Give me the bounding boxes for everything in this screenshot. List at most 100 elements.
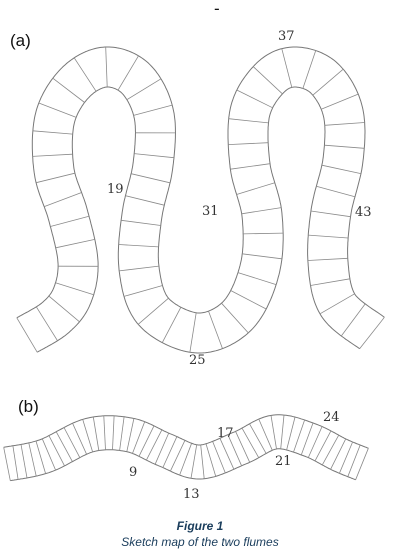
flume-cross-section-line xyxy=(307,257,348,261)
flume-cross-section-line xyxy=(321,435,340,466)
flume-cross-section-line xyxy=(35,440,46,474)
flume-cross-section-line xyxy=(161,307,182,343)
flume-cross-section-line xyxy=(270,415,277,450)
flume-cross-section-line xyxy=(52,77,85,103)
flume-b-section-9: 9 xyxy=(129,465,137,480)
flume-cross-section-line xyxy=(237,272,277,285)
flume-cross-section-line xyxy=(308,234,349,239)
flume-b-section-24: 24 xyxy=(323,410,340,425)
flume-cross-section-line xyxy=(137,297,169,325)
flume-cross-section-line xyxy=(103,415,106,450)
flume-cross-section-line xyxy=(312,68,344,96)
flume-b-section-17: 17 xyxy=(217,426,234,441)
flume-cross-section-line xyxy=(126,418,135,452)
flume-cross-section-line xyxy=(300,422,314,456)
flume-a-outer-wall xyxy=(16,46,385,319)
flume-cross-section-line xyxy=(235,431,251,463)
flume-cross-section-line xyxy=(340,303,366,337)
flume-cross-section-line xyxy=(241,207,282,215)
flume-cross-section-line xyxy=(324,122,365,126)
flume-cross-section-line xyxy=(230,290,267,310)
flume-a-diagram xyxy=(16,46,385,354)
flume-cross-section-line xyxy=(243,232,284,235)
flume-cross-section-line xyxy=(126,78,162,101)
flume-cross-section-line xyxy=(228,142,269,145)
flume-cross-section-line xyxy=(92,416,100,451)
flume-cross-section-line xyxy=(310,210,351,218)
flume-cross-section-line xyxy=(3,447,11,481)
flume-cross-section-line xyxy=(281,48,293,88)
flume-cross-section-line xyxy=(221,302,249,334)
flume-cross-section-line xyxy=(189,312,197,353)
flume-cross-section-line xyxy=(112,415,115,450)
flume-cross-section-line xyxy=(310,278,350,286)
flume-cross-section-line xyxy=(48,435,65,466)
flume-b-outer-wall xyxy=(10,448,356,482)
flume-cross-section-line xyxy=(44,192,82,207)
flume-cross-section-line xyxy=(32,153,73,157)
flume-cross-section-line xyxy=(302,50,317,89)
flume-cross-section-line xyxy=(307,426,323,458)
top-mark: - xyxy=(214,0,220,18)
flume-cross-section-line xyxy=(170,440,186,472)
flume-cross-section-line xyxy=(219,438,235,470)
flume-cross-section-line xyxy=(134,153,174,159)
flume-cross-section-line xyxy=(347,444,361,477)
flume-cross-section-line xyxy=(321,93,359,110)
flume-cross-section-line xyxy=(286,417,296,451)
flume-cross-section-line xyxy=(258,418,273,451)
flume-b-inner-wall xyxy=(3,414,369,449)
flume-a-section-19: 19 xyxy=(107,182,124,197)
flume-a-section-25: 25 xyxy=(189,353,206,368)
flume-cross-section-line xyxy=(236,89,273,109)
flume-cross-section-line xyxy=(117,55,139,91)
flume-cross-section-line xyxy=(133,104,173,116)
flume-cross-section-line xyxy=(316,185,356,198)
flume-cross-section-line xyxy=(314,430,332,462)
flume-cross-section-line xyxy=(32,130,73,135)
flume-cross-section-line xyxy=(121,219,161,226)
panel-a-label: (a) xyxy=(10,31,31,50)
flume-a-cross-sections xyxy=(16,46,385,353)
flume-cross-section-line xyxy=(72,423,87,455)
flume-cross-section-line xyxy=(324,144,365,149)
flume-cross-section-line xyxy=(55,239,95,249)
flume-cross-section-line xyxy=(48,295,80,323)
flume-cross-section-line xyxy=(359,317,385,349)
flume-a-section-31: 31 xyxy=(202,204,219,219)
flume-cross-section-line xyxy=(131,173,171,184)
flume-cross-section-line xyxy=(280,415,285,449)
flume-cross-section-line xyxy=(16,317,38,353)
figure-caption-title: Figure 1 xyxy=(177,519,224,533)
flume-cross-section-line xyxy=(119,265,159,272)
flume-cross-section-line xyxy=(249,423,267,454)
flume-cross-section-line xyxy=(28,442,37,477)
flume-cross-section-line xyxy=(200,444,205,479)
flume-cross-section-line xyxy=(208,310,223,349)
flume-cross-section-line xyxy=(154,432,170,465)
flume-cross-section-line xyxy=(118,244,159,248)
flume-cross-section-line xyxy=(190,444,198,479)
panel-b-label: (b) xyxy=(18,397,39,416)
flume-cross-section-line xyxy=(132,421,146,454)
flume-b-diagram xyxy=(3,414,369,482)
flume-cross-section-line xyxy=(162,436,178,468)
flume-cross-section-line xyxy=(228,118,269,124)
flume-cross-section-line xyxy=(236,182,275,195)
flume-cross-section-line xyxy=(321,164,361,174)
flume-cross-section-line xyxy=(55,282,94,296)
flume-cross-section-line xyxy=(73,57,97,92)
flume-cross-section-line xyxy=(355,448,369,480)
flume-cross-section-line xyxy=(12,445,19,480)
flume-cross-section-line xyxy=(82,419,93,453)
flume-cross-section-line xyxy=(35,306,58,341)
flume-b-section-13: 13 xyxy=(183,487,200,502)
flume-cross-section-line xyxy=(179,443,192,476)
flume-b-section-21: 21 xyxy=(275,454,292,469)
flume-cross-section-line xyxy=(138,425,155,457)
flume-cross-section-line xyxy=(36,172,75,184)
flume-cross-section-line xyxy=(146,429,163,461)
flume-cross-section-line xyxy=(119,416,125,451)
flume-cross-section-line xyxy=(41,438,56,471)
flume-a-inner-wall xyxy=(36,86,360,354)
